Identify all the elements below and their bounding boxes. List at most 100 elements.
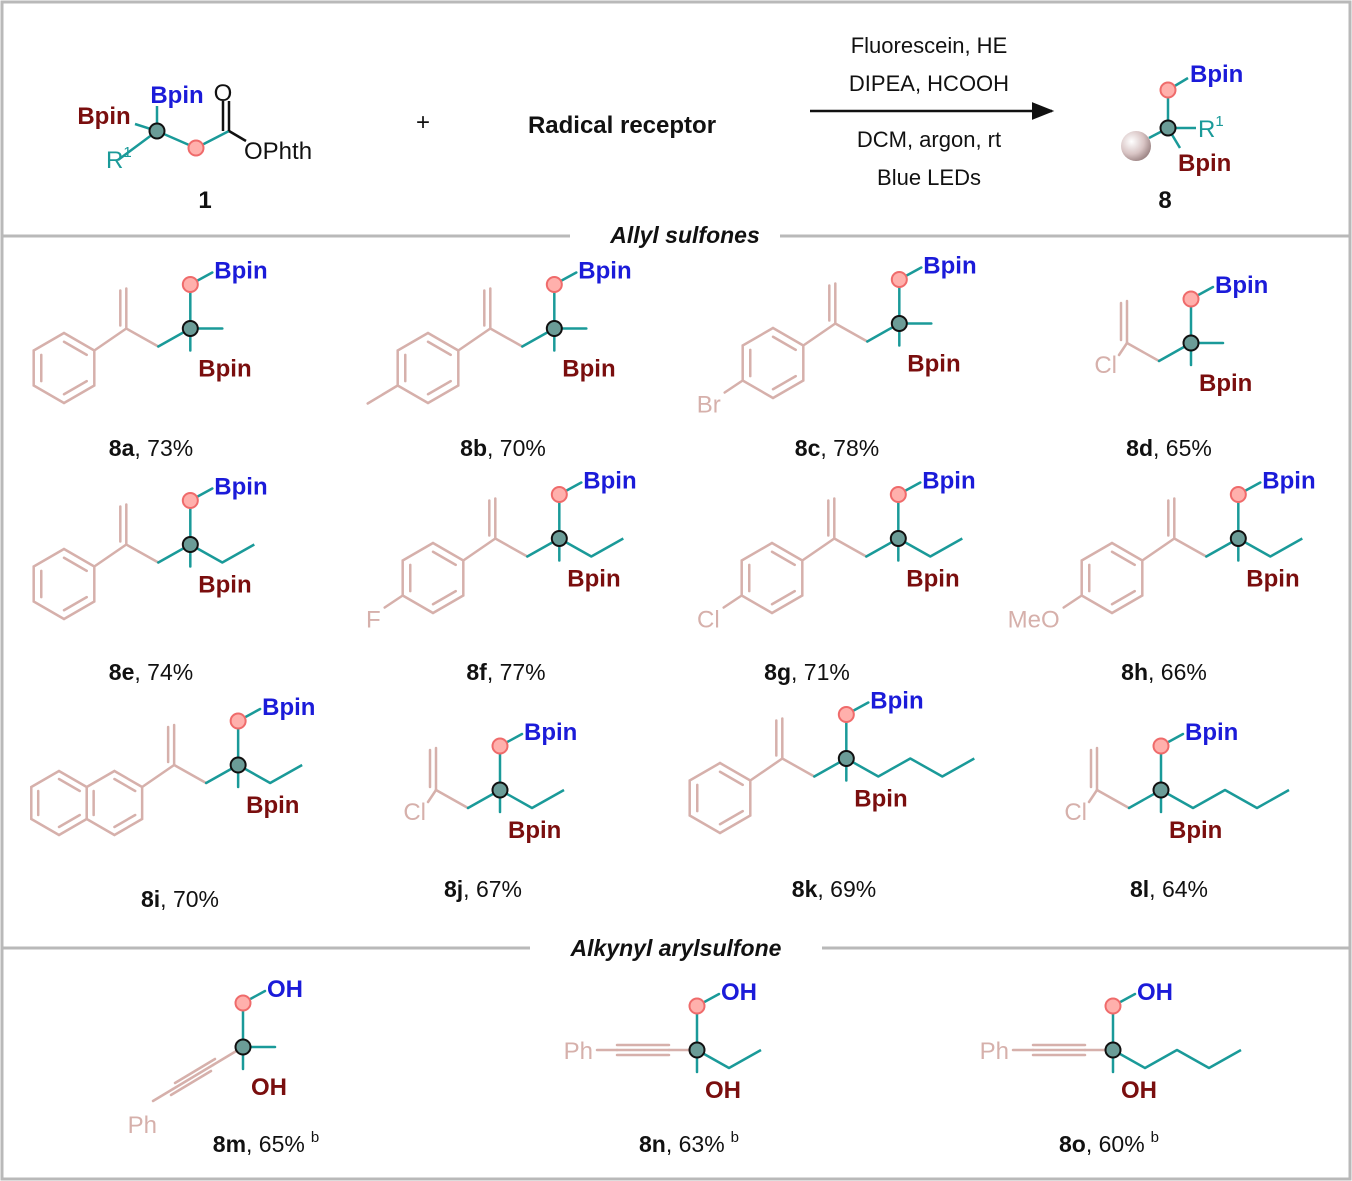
- quaternary-carbon-dot: [491, 781, 509, 799]
- quaternary-carbon-dot: [234, 1038, 252, 1056]
- compound-yield: , 66%: [1148, 659, 1207, 685]
- quaternary-carbon-dot: [1229, 530, 1247, 547]
- compound-id: 8b: [460, 435, 487, 461]
- alkyne-bond: [169, 1069, 213, 1097]
- ring-double-bond: [1110, 550, 1136, 567]
- compound-yield: , 77%: [487, 659, 546, 685]
- oxygen-site-dot: [890, 271, 908, 288]
- reactant-label: 1: [198, 187, 211, 214]
- bond: [125, 543, 160, 564]
- benzene-ring: [740, 541, 804, 615]
- bond: [833, 537, 868, 558]
- ring-double-bond: [431, 550, 457, 567]
- ring-double-bond: [62, 556, 88, 573]
- ring-double-bond: [113, 813, 137, 829]
- oxygen-site-dot: [688, 997, 706, 1015]
- bottom-group-label: Bpin: [854, 786, 907, 813]
- compound-caption: 8l, 64%: [1130, 876, 1208, 902]
- plus-sign: +: [416, 109, 430, 136]
- compound-caption: 8d, 65%: [1126, 435, 1212, 461]
- bond: [1117, 341, 1129, 357]
- alkyl-chain: [1237, 537, 1303, 558]
- ring-double-bond: [718, 770, 744, 787]
- ring-double-bond: [426, 340, 452, 357]
- compound-yield: , 64%: [1149, 876, 1208, 902]
- bottom-group-label: Bpin: [198, 572, 251, 599]
- compound-id: 8l: [1130, 876, 1149, 902]
- bond: [494, 537, 529, 558]
- benzene-ring: [32, 331, 96, 405]
- ring-double-bond: [62, 595, 88, 612]
- reactant-r-group: R1: [106, 144, 132, 174]
- top-group-label: Bpin: [922, 468, 975, 495]
- bond: [781, 757, 816, 778]
- compound-yield: , 70%: [160, 886, 219, 912]
- quaternary-carbon-dot: [181, 320, 199, 337]
- bottom-group-label: Bpin: [198, 356, 251, 383]
- footnote-mark: b: [311, 1129, 319, 1146]
- compound-id: 8g: [764, 659, 791, 685]
- ring-double-bond: [771, 335, 797, 352]
- bottom-group-label: OH: [251, 1074, 287, 1101]
- compound-yield: , 67%: [463, 876, 522, 902]
- compound-yield: , 70%: [487, 435, 546, 461]
- oxygen-site-dot: [181, 492, 199, 509]
- radical-receptor-sphere: [1121, 131, 1151, 161]
- ring-double-bond: [57, 777, 82, 793]
- oxygen-site-dot: [550, 486, 568, 503]
- compound-caption: 8f, 77%: [466, 659, 545, 685]
- top-group-label: OH: [721, 979, 757, 1006]
- reactant-carbonyl-o: O: [214, 80, 233, 107]
- compound-caption: 8c, 78%: [795, 435, 879, 461]
- compound-caption: 8m, 65%b: [213, 1129, 319, 1157]
- bond: [802, 322, 837, 347]
- ring-double-bond: [718, 809, 744, 826]
- quaternary-carbon-dot: [1104, 1041, 1122, 1059]
- quaternary-carbon-dot: [1182, 334, 1200, 352]
- quaternary-carbon-dot: [688, 1041, 706, 1059]
- benzene-ring: [32, 547, 96, 621]
- quaternary-carbon-dot: [550, 530, 568, 547]
- benzene-ring: [401, 541, 465, 615]
- alkyne-bond: [171, 1063, 215, 1091]
- chloro-substituent: Cl: [1094, 352, 1117, 379]
- compound-caption: 8e, 74%: [109, 659, 193, 685]
- section-title-alkynyl: Alkynyl arylsulfone: [570, 935, 782, 961]
- bond: [93, 327, 128, 352]
- top-group-label: Bpin: [578, 258, 631, 285]
- top-group-label: Bpin: [262, 694, 315, 721]
- quaternary-carbon-dot: [1152, 781, 1170, 799]
- condition-line-3: DCM, argon, rt: [857, 127, 1001, 152]
- bond: [457, 327, 492, 352]
- oxygen-site-dot: [491, 737, 509, 755]
- reactant-bpin-top: Bpin: [150, 82, 203, 109]
- top-group-label: Bpin: [1185, 719, 1238, 746]
- compound-caption: 8b, 70%: [460, 435, 546, 461]
- oxygen-site-dot: [229, 712, 247, 730]
- alkyl-chain: [189, 543, 255, 564]
- condition-line-2: DIPEA, HCOOH: [849, 71, 1009, 96]
- compound-id: 8c: [795, 435, 821, 461]
- bond: [172, 763, 208, 785]
- benzene-ring: [688, 761, 752, 835]
- compound-caption: 8j, 67%: [444, 876, 522, 902]
- bond: [1087, 788, 1099, 804]
- compound-yield: , 65%: [246, 1131, 305, 1157]
- bottom-group-label: Bpin: [1246, 566, 1299, 593]
- footnote-mark: b: [731, 1129, 739, 1146]
- compound-yield: , 60%: [1086, 1131, 1145, 1157]
- oxygen-site-dot: [545, 276, 563, 293]
- compound-id: 8j: [444, 876, 463, 902]
- quaternary-carbon-dot: [545, 320, 563, 337]
- top-group-label: Bpin: [524, 719, 577, 746]
- compound-yield: , 65%: [1153, 435, 1212, 461]
- top-group-label: Bpin: [583, 468, 636, 495]
- product-bpin-bottom: Bpin: [1178, 150, 1231, 177]
- bottom-group-label: OH: [705, 1077, 741, 1104]
- bottom-group-label: Bpin: [246, 792, 299, 819]
